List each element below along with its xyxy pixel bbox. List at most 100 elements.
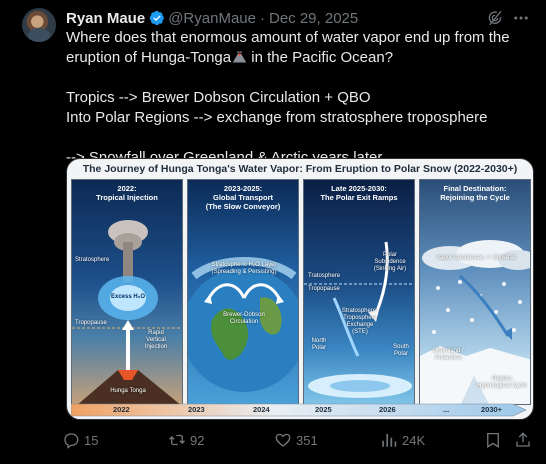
panel1-stratosphere-label: Stratosphere: [75, 257, 110, 263]
repost-count: 92: [190, 432, 205, 448]
avatar[interactable]: [22, 8, 56, 42]
panel3-heading: Late 2025-2030: The Polar Exit Ramps: [304, 184, 414, 202]
panel-polar-exit: Late 2025-2030: The Polar Exit Ramps Pol…: [303, 179, 415, 405]
timeline-arrow-icon: [71, 403, 527, 417]
views-button[interactable]: 24K: [380, 430, 425, 450]
panel3-ex-line1: Stratosphere-: [341, 308, 379, 314]
timeline-label: 2025: [315, 405, 332, 414]
tweet-line-1: Where does that enormous amount of water…: [66, 29, 510, 46]
share-button[interactable]: [514, 430, 536, 450]
tweet-line-2-start: eruption of Hunga-Tonga: [66, 49, 232, 66]
like-count: 351: [296, 432, 318, 448]
tweet-header: Ryan Maue @RyanMaue · Dec 29, 2025: [66, 9, 358, 27]
tweet-date[interactable]: Dec 29, 2025: [268, 9, 359, 27]
panel3-stratosphere-label: Tratosphere: [308, 273, 341, 279]
tweet-line-3: Tropics --> Brewer Dobson Circulation + …: [66, 89, 371, 106]
panel1-rapid-line3: Injection: [144, 344, 168, 350]
timeline-bar: 2022 2023 2024 2025 2026 ... 2030+: [71, 403, 527, 417]
panel3-ex-line2: Troposphere: [343, 315, 377, 321]
more-icon[interactable]: [512, 9, 530, 27]
panel2-layer-label: Stratospheric H₂O Layer (Spreading & Per…: [194, 262, 294, 276]
panel3-ex-line4: (STE): [352, 329, 368, 335]
timeline-label: 2030+: [481, 405, 503, 414]
panel-tropical-injection: 2022: Tropical Injection Stratosphere Ex…: [71, 179, 183, 405]
polar-exit-illustration: [304, 241, 414, 398]
panel4-rejoin-label: Rejoins Hydrological Cycle: [474, 376, 530, 390]
panel2-bd-line2: Circulation: [229, 319, 259, 325]
action-bar: 15 92 351 24K: [62, 430, 534, 450]
panel4-green-line2: Antarctica: [434, 355, 462, 361]
panel1-volcano-label: Hunga Tonga: [110, 388, 146, 394]
panel4-vapor-label: Vapor Condenses -> Snowfall: [436, 255, 516, 261]
author-handle[interactable]: @RyanMaue: [168, 9, 256, 27]
reply-count: 15: [84, 432, 99, 448]
panel3-south-label: South Polar: [388, 344, 414, 358]
panel1-heading-title: Tropical Injection: [96, 193, 158, 202]
panel1-excess-label: Excess H₂O: [110, 294, 146, 300]
timeline-label: 2023: [188, 405, 205, 414]
reply-icon: [64, 433, 79, 449]
panel3-heading-title: The Polar Exit Ramps: [320, 193, 398, 202]
panel2-layer-line2: (Spreading & Persisting): [211, 269, 277, 275]
volcano-emoji-icon: [232, 51, 247, 63]
timeline-label: 2026: [379, 405, 396, 414]
timeline-label: ...: [443, 405, 450, 414]
panel2-bd-line1: Brewer-Dobson: [223, 312, 265, 318]
panel3-ex-line3: Exchange: [346, 322, 374, 328]
panel1-rapid-line1: Rapid: [148, 330, 164, 336]
panel3-south-line2: Polar: [393, 351, 408, 357]
panel3-north-line2: Polar: [311, 345, 326, 351]
globe-illustration: [188, 257, 298, 392]
tweet-line-4: Into Polar Regions --> exchange from str…: [66, 109, 488, 126]
panel3-subs-line2: Subsidence: [374, 259, 406, 265]
like-icon: [275, 433, 291, 447]
panel3-north-line1: North: [311, 338, 327, 344]
panel2-heading-year: 2023-2025:: [223, 184, 263, 193]
panel4-heading: Final Destination: Rejoining the Cycle: [420, 184, 530, 202]
like-button[interactable]: 351: [274, 430, 318, 450]
author-name[interactable]: Ryan Maue: [66, 9, 146, 27]
panel4-green-line1: Greenland /: [432, 348, 464, 354]
bookmark-button[interactable]: [484, 430, 506, 450]
panel1-tropopause-label: Tropopause: [75, 320, 107, 326]
snowfall-illustration: [420, 240, 530, 404]
panel1-heading-year: 2022:: [117, 184, 137, 193]
panel4-greenland-label: Greenland / Antarctica: [426, 348, 470, 362]
views-icon: [382, 434, 397, 447]
tweet-text: Where does that enormous amount of water…: [66, 28, 536, 168]
panel2-heading-sub: (The Slow Conveyor): [205, 202, 281, 211]
separator-dot: ·: [259, 9, 265, 27]
grok-icon[interactable]: [486, 9, 504, 27]
repost-button[interactable]: 92: [168, 430, 204, 450]
verified-badge-icon: [149, 10, 165, 26]
panel1-rapid-label: Rapid Vertical Injection: [138, 330, 174, 351]
repost-icon: [169, 434, 185, 446]
panel1-rapid-line2: Vertical: [146, 337, 166, 343]
panel3-tropopause-label: Tropopause: [308, 286, 340, 292]
infographic-title: The Journey of Hunga Tonga's Water Vapor…: [82, 163, 518, 175]
panel3-south-line1: South: [393, 344, 409, 350]
volcano-illustration: [72, 220, 182, 404]
panel3-heading-year: Late 2025-2030:: [331, 184, 387, 193]
panel2-bd-label: Brewer-Dobson Circulation: [218, 312, 270, 326]
panel4-heading-sub: Rejoining the Cycle: [440, 193, 510, 202]
bookmark-icon: [487, 432, 499, 448]
timeline-label: 2024: [253, 405, 270, 414]
tweet-line-2: eruption of Hunga-Tonga in the Pacific O…: [66, 48, 536, 68]
panel2-heading: 2023-2025: Global Transport (The Slow Co…: [188, 184, 298, 211]
panel-global-transport: 2023-2025: Global Transport (The Slow Co…: [187, 179, 299, 405]
tweet-line-2-end: in the Pacific Ocean?: [247, 49, 394, 66]
panel2-heading-title: Global Transport: [212, 193, 273, 202]
timeline-label: 2022: [113, 405, 130, 414]
tweet-media-image[interactable]: The Journey of Hunga Tonga's Water Vapor…: [66, 158, 534, 420]
panel3-exchange-label: Stratosphere- Troposphere Exchange (STE): [332, 308, 388, 336]
views-count: 24K: [402, 432, 426, 448]
panel3-subs-line3: (Sinking Air): [373, 266, 407, 272]
panel1-heading: 2022: Tropical Injection: [72, 184, 182, 202]
panel3-subsidence-label: Polar Subsidence (Sinking Air): [368, 252, 412, 273]
panel-final-destination: Final Destination: Rejoining the Cycle V…: [419, 179, 531, 405]
panel3-north-label: North Polar: [306, 338, 332, 352]
panel3-subs-line1: Polar: [382, 252, 397, 258]
share-icon: [516, 432, 530, 447]
reply-button[interactable]: 15: [62, 430, 98, 450]
